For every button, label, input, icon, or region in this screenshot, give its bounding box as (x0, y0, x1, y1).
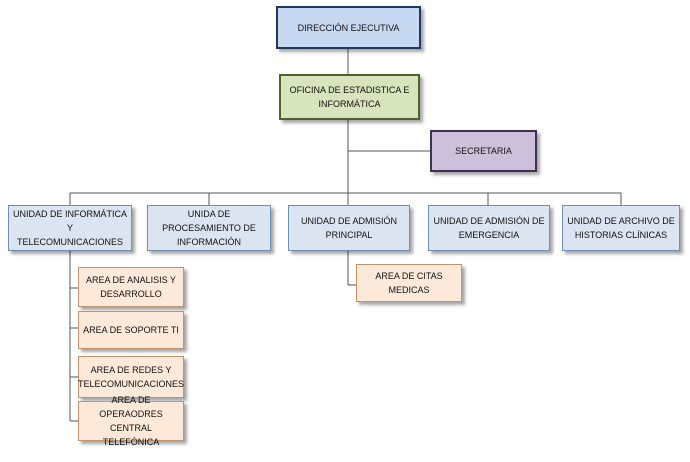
node-unidad-archivo: UNIDAD DE ARCHIVO DE HISTORIAS CLÍNICAS (562, 205, 680, 251)
node-unidad-admision-emergencia: UNIDAD DE ADMISIÓN DE EMERGENCIA (428, 205, 550, 251)
node-unidad-procesamiento: UNIDA DE PROCESAMIENTO DE INFORMACIÓN (147, 205, 271, 251)
node-area-operadores: AREA DE OPERAODRES CENTRAL TELEFÓNICA (78, 395, 184, 447)
node-label: UNIDAD DE INFORMÁTICA Y TELECOMUNICACION… (13, 209, 128, 247)
node-label: UNIDAD DE ADMISIÓN PRINCIPAL (300, 216, 397, 240)
node-label: AREA DE OPERAODRES CENTRAL TELEFÓNICA (99, 395, 163, 447)
node-label: UNIDAD DE ADMISIÓN DE EMERGENCIA (433, 216, 545, 240)
node-label: DIRECCIÓN EJECUTIVA (297, 22, 400, 33)
node-label: OFICINA DE ESTADISTICA E INFORMÁTICA (289, 85, 410, 109)
node-unidad-informatica: UNIDAD DE INFORMÁTICA Y TELECOMUNICACION… (8, 205, 132, 251)
node-secretaria: SECRETARIA (430, 130, 537, 172)
node-oficina-estadistica: OFICINA DE ESTADISTICA E INFORMÁTICA (279, 74, 420, 120)
node-area-analisis: AREA DE ANALISIS Y DESARROLLO (78, 267, 184, 307)
node-label: UNIDAD DE ARCHIVO DE HISTORIAS CLÍNICAS (567, 216, 675, 240)
node-unidad-admision-principal: UNIDAD DE ADMISIÓN PRINCIPAL (288, 205, 410, 251)
node-area-citas: AREA DE CITAS MEDICAS (356, 264, 462, 302)
node-label: AREA DE SOPORTE TI (83, 325, 179, 335)
node-label: UNIDA DE PROCESAMIENTO DE INFORMACIÓN (162, 209, 256, 247)
node-area-soporte: AREA DE SOPORTE TI (78, 311, 184, 349)
node-area-redes: AREA DE REDES Y TELECOMUNICACIONES (78, 356, 184, 398)
node-direccion-ejecutiva: DIRECCIÓN EJECUTIVA (276, 6, 421, 49)
node-label: AREA DE CITAS MEDICAS (375, 271, 443, 295)
node-label: AREA DE ANALISIS Y DESARROLLO (86, 275, 176, 299)
node-label: AREA DE REDES Y TELECOMUNICACIONES (78, 365, 185, 389)
node-label: SECRETARIA (455, 146, 512, 156)
